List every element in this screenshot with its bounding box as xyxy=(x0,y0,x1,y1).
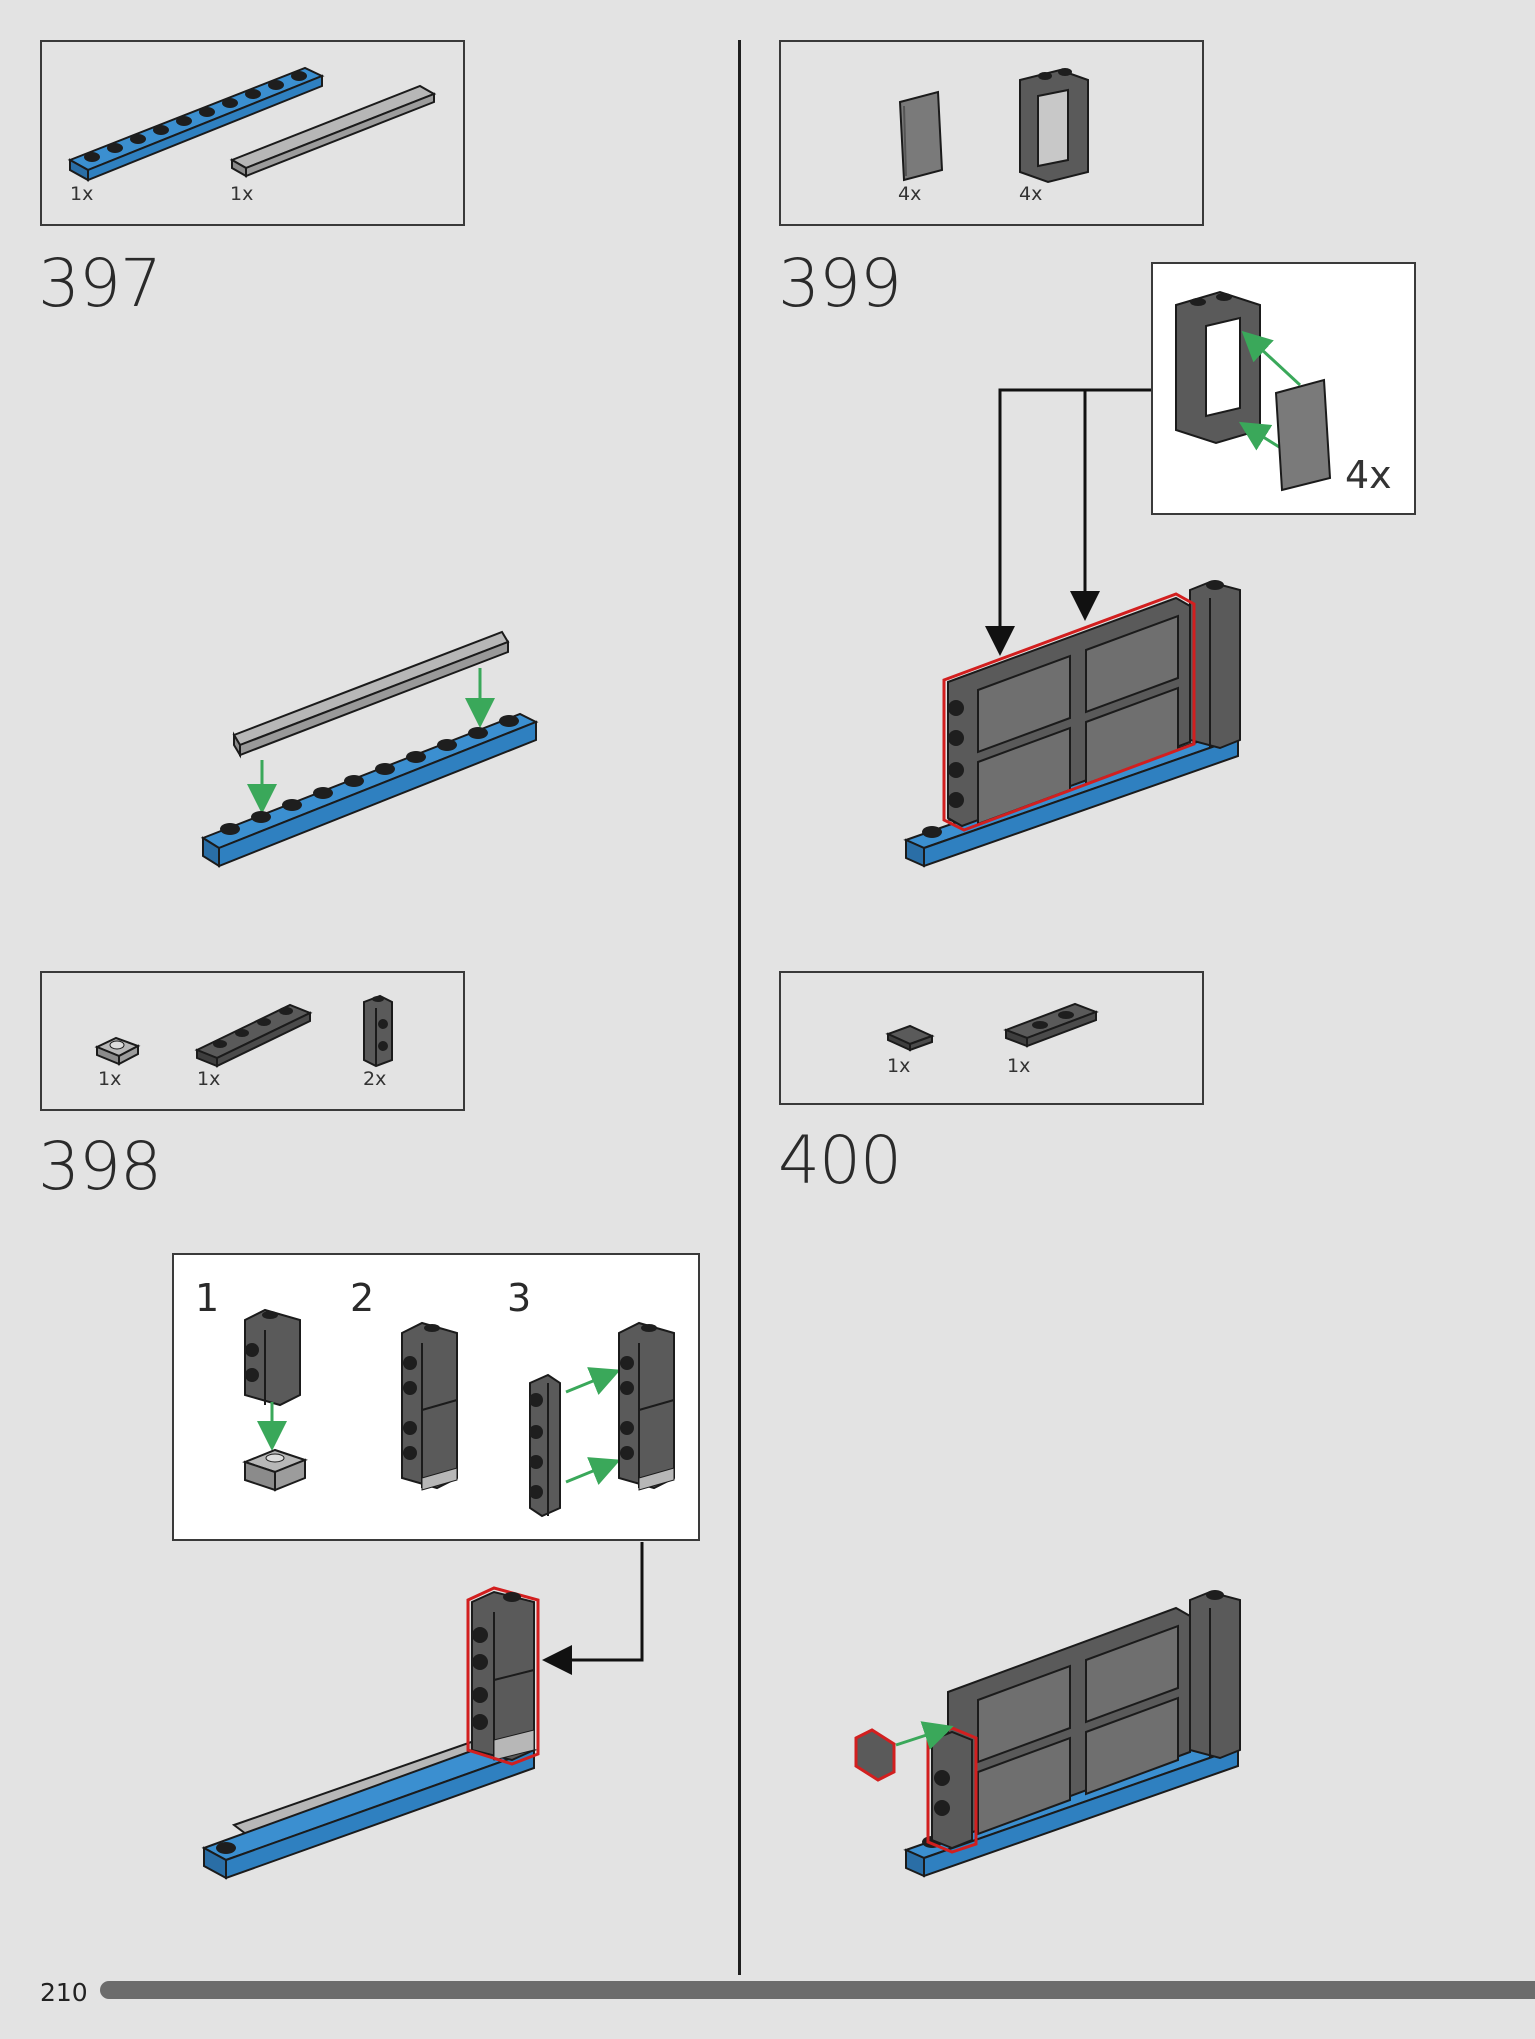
parts-box-399 xyxy=(779,40,1204,226)
part-qty-398-1: 1x xyxy=(98,1068,122,1090)
dark-brick-studs-side-icon xyxy=(363,994,393,1068)
column-divider xyxy=(738,40,741,1975)
progress-bar xyxy=(100,1981,1535,1999)
dark-plate-1x4-icon xyxy=(194,1003,313,1068)
dark-jumper-plate-icon xyxy=(1003,1002,1099,1048)
part-qty-400-2: 1x xyxy=(1007,1055,1031,1077)
assembly-398 xyxy=(201,1542,644,1880)
parts-box-400 xyxy=(779,971,1204,1105)
callout-multiplier: 4x xyxy=(1345,453,1392,497)
substep-number-1: 1 xyxy=(195,1276,220,1320)
substep-number-3: 3 xyxy=(507,1276,532,1320)
step-number-399: 399 xyxy=(778,245,902,322)
part-qty-398-3: 2x xyxy=(363,1068,387,1090)
step-number-398: 398 xyxy=(38,1128,162,1205)
step-number-400: 400 xyxy=(778,1122,902,1199)
window-callout-illustration xyxy=(1175,290,1332,492)
window-glass-panel-icon xyxy=(898,90,944,182)
part-qty-397-1: 1x xyxy=(70,183,94,205)
gray-plate-1x1-icon xyxy=(94,1036,141,1066)
assembly-399 xyxy=(903,388,1241,868)
part-qty-399-2: 4x xyxy=(1019,183,1043,205)
part-qty-398-2: 1x xyxy=(197,1068,221,1090)
part-qty-400-1: 1x xyxy=(887,1055,911,1077)
substep-1-illustration xyxy=(242,1308,308,1492)
substep-number-2: 2 xyxy=(350,1276,375,1320)
gray-tile-1x10-icon xyxy=(229,84,437,178)
substep-2-illustration xyxy=(401,1321,458,1491)
dark-tile-1x1-icon xyxy=(885,1024,935,1052)
part-qty-397-2: 1x xyxy=(230,183,254,205)
parts-box-397 xyxy=(40,40,465,226)
page-number: 210 xyxy=(40,1978,88,2007)
assembly-400 xyxy=(854,1590,1241,1878)
window-frame-icon xyxy=(1019,68,1089,184)
step-number-397: 397 xyxy=(38,245,162,322)
part-qty-399-1: 4x xyxy=(898,183,922,205)
assembly-397 xyxy=(200,630,539,868)
substep-3-illustration xyxy=(529,1321,675,1518)
blue-plate-1x10-icon xyxy=(67,66,325,182)
